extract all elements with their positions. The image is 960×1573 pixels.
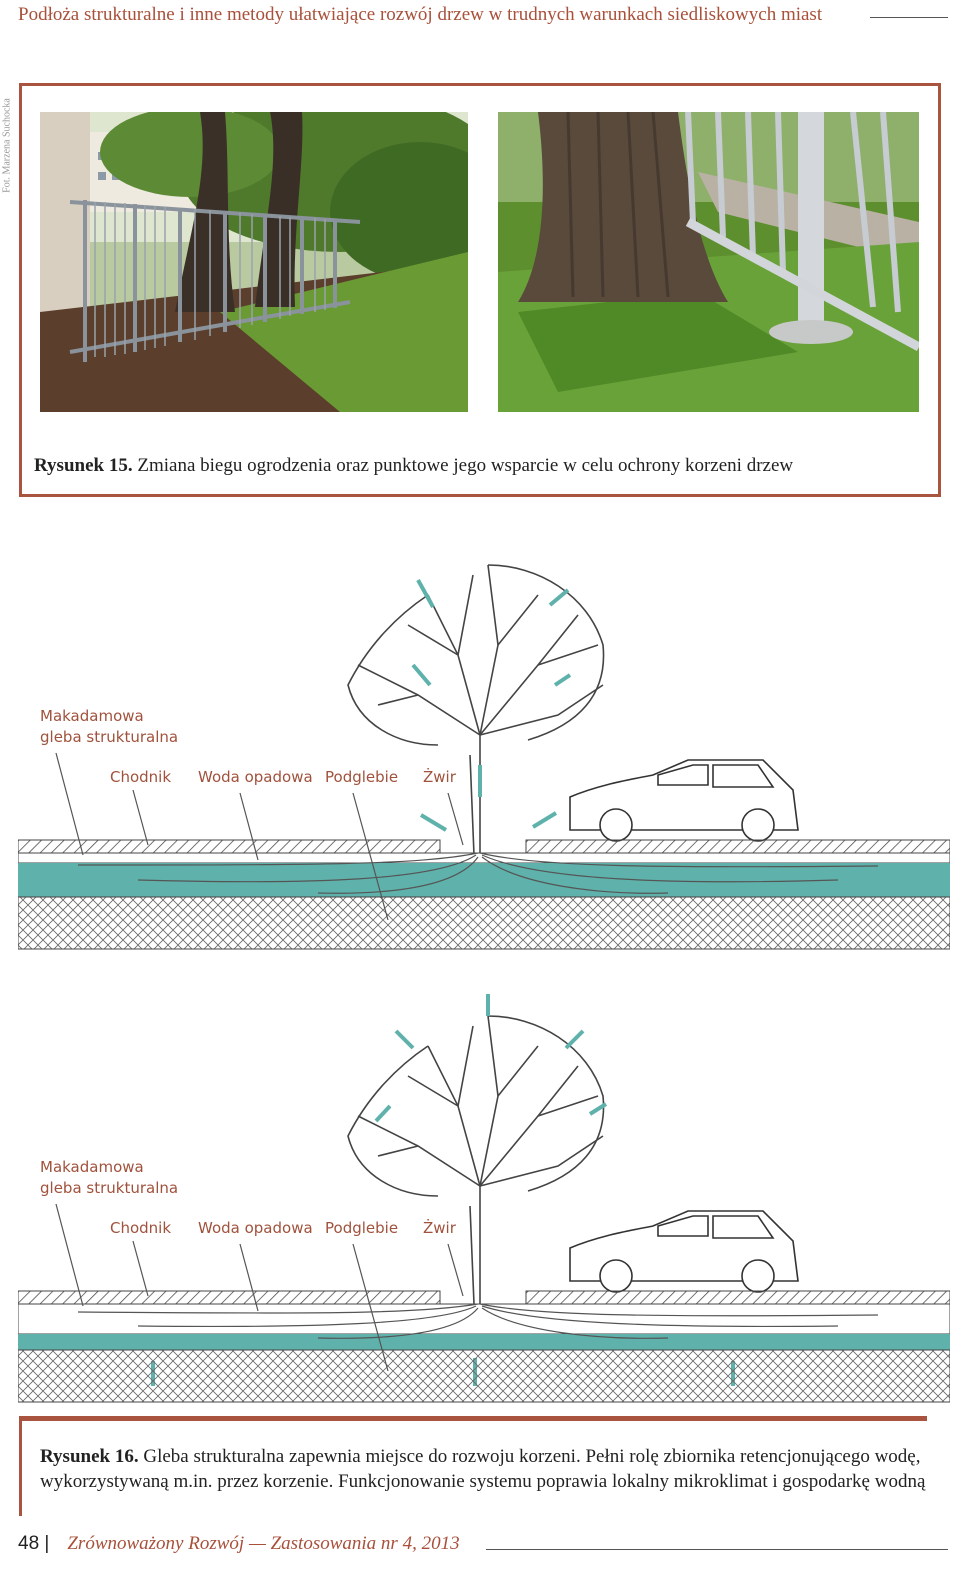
label-makadam-2: gleba strukturalna xyxy=(40,728,178,746)
journal-title: Zrównoważony Rozwój — Zastosowania nr 4,… xyxy=(67,1533,460,1554)
figure-16-label: Rysunek 16. xyxy=(40,1446,139,1467)
label-podglebie: Podglebie xyxy=(325,768,398,786)
page-footer: 48 | Zrównoważony Rozwój — Zastosowania n… xyxy=(18,1533,460,1555)
figure-15-label: Rysunek 15. xyxy=(34,455,133,476)
running-head: Podłoża strukturalne i inne metody ułatw… xyxy=(18,4,823,25)
photo-credit: Fot. Marzena Suchocka xyxy=(1,98,13,193)
header-rule xyxy=(870,17,948,18)
footer-rule xyxy=(486,1549,948,1550)
figure-16-side-rule xyxy=(19,1416,22,1516)
label-woda: Woda opadowa xyxy=(198,768,313,786)
figure-16-caption: Rysunek 16. Gleba strukturalna zapewnia … xyxy=(40,1444,930,1494)
label-woda: Woda opadowa xyxy=(198,1219,313,1237)
label-makadam-1: Makadamowa xyxy=(40,1158,144,1176)
label-zwir: Żwir xyxy=(423,1218,457,1237)
label-makadam-2: gleba strukturalna xyxy=(40,1179,178,1197)
diagram-after: Makadamowa gleba strukturalna Chodnik Wo… xyxy=(17,986,951,1406)
label-zwir: Żwir xyxy=(423,767,457,786)
page-number: 48 | xyxy=(18,1533,50,1554)
diagram-before: Makadamowa gleba strukturalna Chodnik Wo… xyxy=(17,535,951,955)
photo-fence-trees xyxy=(40,112,468,412)
figure-16-rule xyxy=(19,1416,927,1421)
photo-tree-trunk-fence xyxy=(498,112,919,412)
figure-16-text: Gleba strukturalna zapewnia miejsce do r… xyxy=(40,1446,926,1492)
label-makadam-1: Makadamowa xyxy=(40,707,144,725)
figure-15-frame xyxy=(19,83,941,497)
label-chodnik: Chodnik xyxy=(110,768,171,786)
figure-15-text: Zmiana biegu ogrodzenia oraz punktowe je… xyxy=(137,455,794,476)
label-podglebie: Podglebie xyxy=(325,1219,398,1237)
label-chodnik: Chodnik xyxy=(110,1219,171,1237)
figure-15-caption: Rysunek 15. Zmiana biegu ogrodzenia oraz… xyxy=(34,455,793,477)
